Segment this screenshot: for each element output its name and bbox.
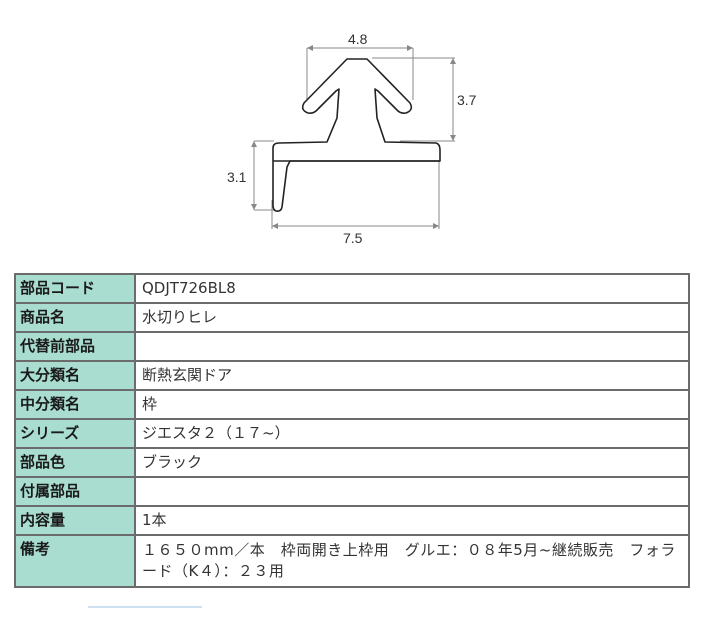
table-row: 代替前部品: [14, 331, 690, 362]
row-value-replaced-part: [134, 331, 690, 362]
row-label-quantity: 内容量: [14, 505, 136, 536]
row-label-major-category: 大分類名: [14, 360, 136, 391]
row-label-part-code: 部品コード: [14, 273, 136, 304]
table-row: 大分類名 断熱玄関ドア: [14, 360, 690, 391]
faint-underline-divider: [88, 606, 202, 608]
row-value-mid-category: 枠: [134, 389, 690, 420]
table-row: 中分類名 枠: [14, 389, 690, 420]
row-value-notes: １６５０mm／本 枠両開き上枠用 グルエ：０８年5月~継続販売 フォラード（K４…: [134, 534, 690, 588]
row-label-product-name: 商品名: [14, 302, 136, 333]
spec-table: 部品コード QDJT726BL8 商品名 水切りヒレ 代替前部品 大分類名 断熱…: [14, 273, 690, 588]
table-row: 部品色 ブラック: [14, 447, 690, 478]
table-row: シリーズ ジエスタ２（１７~）: [14, 418, 690, 449]
table-row: 付属部品: [14, 476, 690, 507]
row-label-series: シリーズ: [14, 418, 136, 449]
row-label-mid-category: 中分類名: [14, 389, 136, 420]
dimension-base-width: 7.5: [343, 230, 363, 246]
dimension-fin-height: 3.7: [457, 92, 477, 108]
row-label-notes: 備考: [14, 534, 136, 588]
table-row: 商品名 水切りヒレ: [14, 302, 690, 333]
row-label-accessory-parts: 付属部品: [14, 476, 136, 507]
profile-diagram: 4.8 3.7 3.1 7.5: [0, 0, 706, 260]
row-value-quantity: 1本: [134, 505, 690, 536]
row-value-part-code: QDJT726BL8: [134, 273, 690, 304]
row-label-part-color: 部品色: [14, 447, 136, 478]
row-value-series: ジエスタ２（１７~）: [134, 418, 690, 449]
row-value-major-category: 断熱玄関ドア: [134, 360, 690, 391]
row-label-replaced-part: 代替前部品: [14, 331, 136, 362]
profile-drawing: [251, 45, 456, 229]
dimension-leg-height: 3.1: [227, 169, 247, 185]
table-row: 内容量 1本: [14, 505, 690, 536]
dimension-top-width: 4.8: [348, 31, 368, 47]
row-value-accessory-parts: [134, 476, 690, 507]
table-row: 備考 １６５０mm／本 枠両開き上枠用 グルエ：０８年5月~継続販売 フォラード…: [14, 534, 690, 588]
row-value-product-name: 水切りヒレ: [134, 302, 690, 333]
row-value-part-color: ブラック: [134, 447, 690, 478]
table-row: 部品コード QDJT726BL8: [14, 273, 690, 304]
